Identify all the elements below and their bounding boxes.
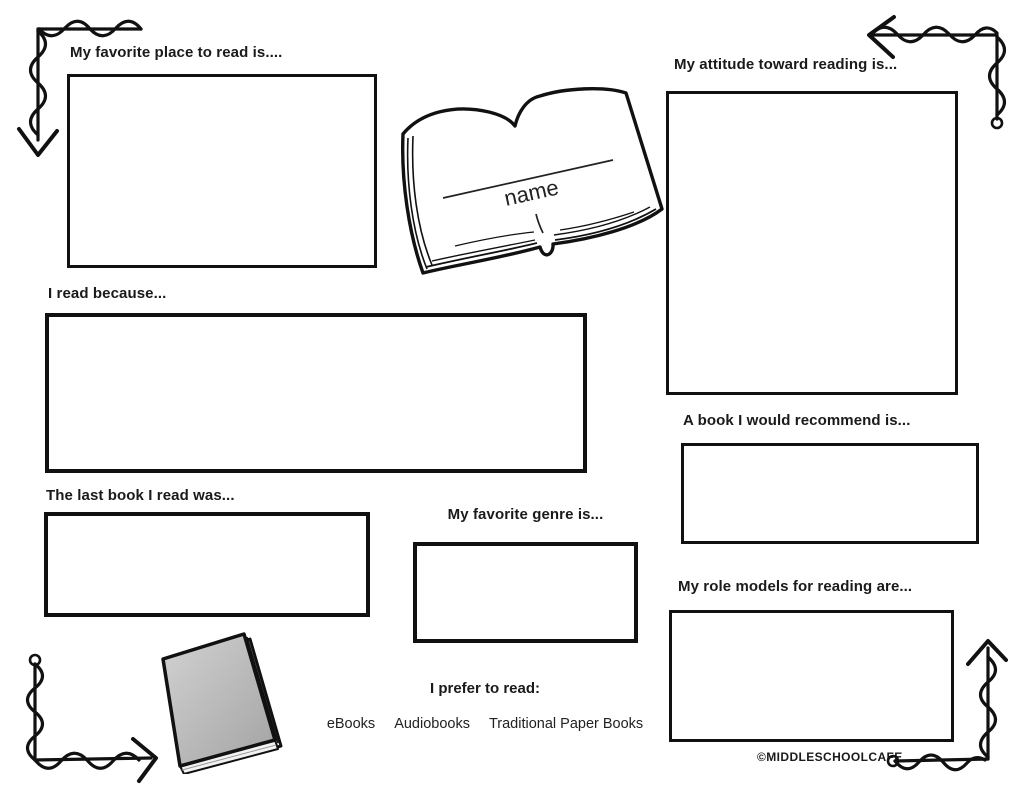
prefer-to-read-label: I prefer to read: bbox=[429, 680, 541, 697]
corner-arrow-top-left-icon bbox=[8, 8, 153, 163]
read-because-box[interactable] bbox=[45, 313, 587, 473]
favorite-place-box[interactable] bbox=[67, 74, 377, 268]
favorite-place-label: My favorite place to read is.... bbox=[70, 44, 283, 61]
option-traditional-paper-books[interactable]: Traditional Paper Books bbox=[488, 716, 644, 732]
open-book-icon: name bbox=[393, 86, 665, 286]
role-models-box[interactable] bbox=[669, 610, 954, 742]
last-book-box[interactable] bbox=[44, 512, 370, 617]
recommend-box[interactable] bbox=[681, 443, 979, 544]
copyright-text: ©MIDDLESCHOOLCAFE bbox=[757, 750, 903, 764]
attitude-label: My attitude toward reading is... bbox=[674, 56, 898, 73]
recommend-label: A book I would recommend is... bbox=[683, 412, 911, 429]
read-because-label: I read because... bbox=[48, 285, 167, 302]
role-models-label: My role models for reading are... bbox=[678, 578, 913, 595]
favorite-genre-box[interactable] bbox=[413, 542, 638, 643]
option-audiobooks[interactable]: Audiobooks bbox=[394, 716, 470, 732]
last-book-label: The last book I read was... bbox=[46, 487, 235, 504]
prefer-options-row: eBooks Audiobooks Traditional Paper Book… bbox=[295, 716, 675, 732]
corner-arrow-top-right-icon bbox=[860, 6, 1018, 136]
corner-arrow-bottom-right-icon bbox=[880, 628, 1015, 780]
attitude-box[interactable] bbox=[666, 91, 958, 395]
option-ebooks[interactable]: eBooks bbox=[326, 716, 376, 732]
corner-arrow-bottom-left-icon bbox=[8, 640, 168, 788]
favorite-genre-label: My favorite genre is... bbox=[447, 506, 604, 523]
closed-book-icon bbox=[150, 622, 290, 774]
